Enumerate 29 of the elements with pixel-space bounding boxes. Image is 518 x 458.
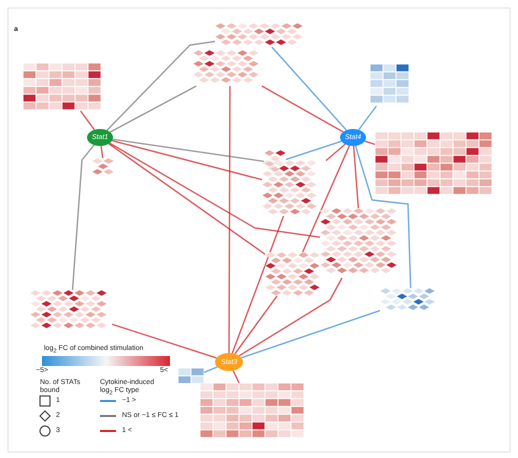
network-edge <box>302 145 350 252</box>
network-edge <box>238 278 343 356</box>
network-edge <box>358 106 377 130</box>
stat-hub-node <box>87 129 113 146</box>
network-edge <box>112 324 217 359</box>
network-edge <box>326 144 346 162</box>
network-edge <box>271 46 347 131</box>
network-edge <box>109 142 320 238</box>
network-edge <box>80 110 95 130</box>
network-edge <box>232 370 240 384</box>
network-edge <box>112 140 262 180</box>
network-edge <box>364 140 376 146</box>
network-edge <box>228 86 231 353</box>
network-edge <box>241 310 380 358</box>
network-edge <box>354 146 412 288</box>
network-edge <box>106 40 216 131</box>
stat-hub-node <box>215 353 243 371</box>
network-edge <box>72 144 95 290</box>
stat-hub-node <box>340 129 366 146</box>
network-edge <box>108 143 266 255</box>
network-edge <box>112 138 264 162</box>
network-edge <box>352 146 360 208</box>
network-edge <box>110 85 197 133</box>
network-edge <box>100 146 104 158</box>
network-edge <box>232 216 284 354</box>
network-edge <box>234 296 278 354</box>
network-edge <box>262 85 344 133</box>
network-edge <box>204 366 218 374</box>
network-edge <box>286 140 342 160</box>
